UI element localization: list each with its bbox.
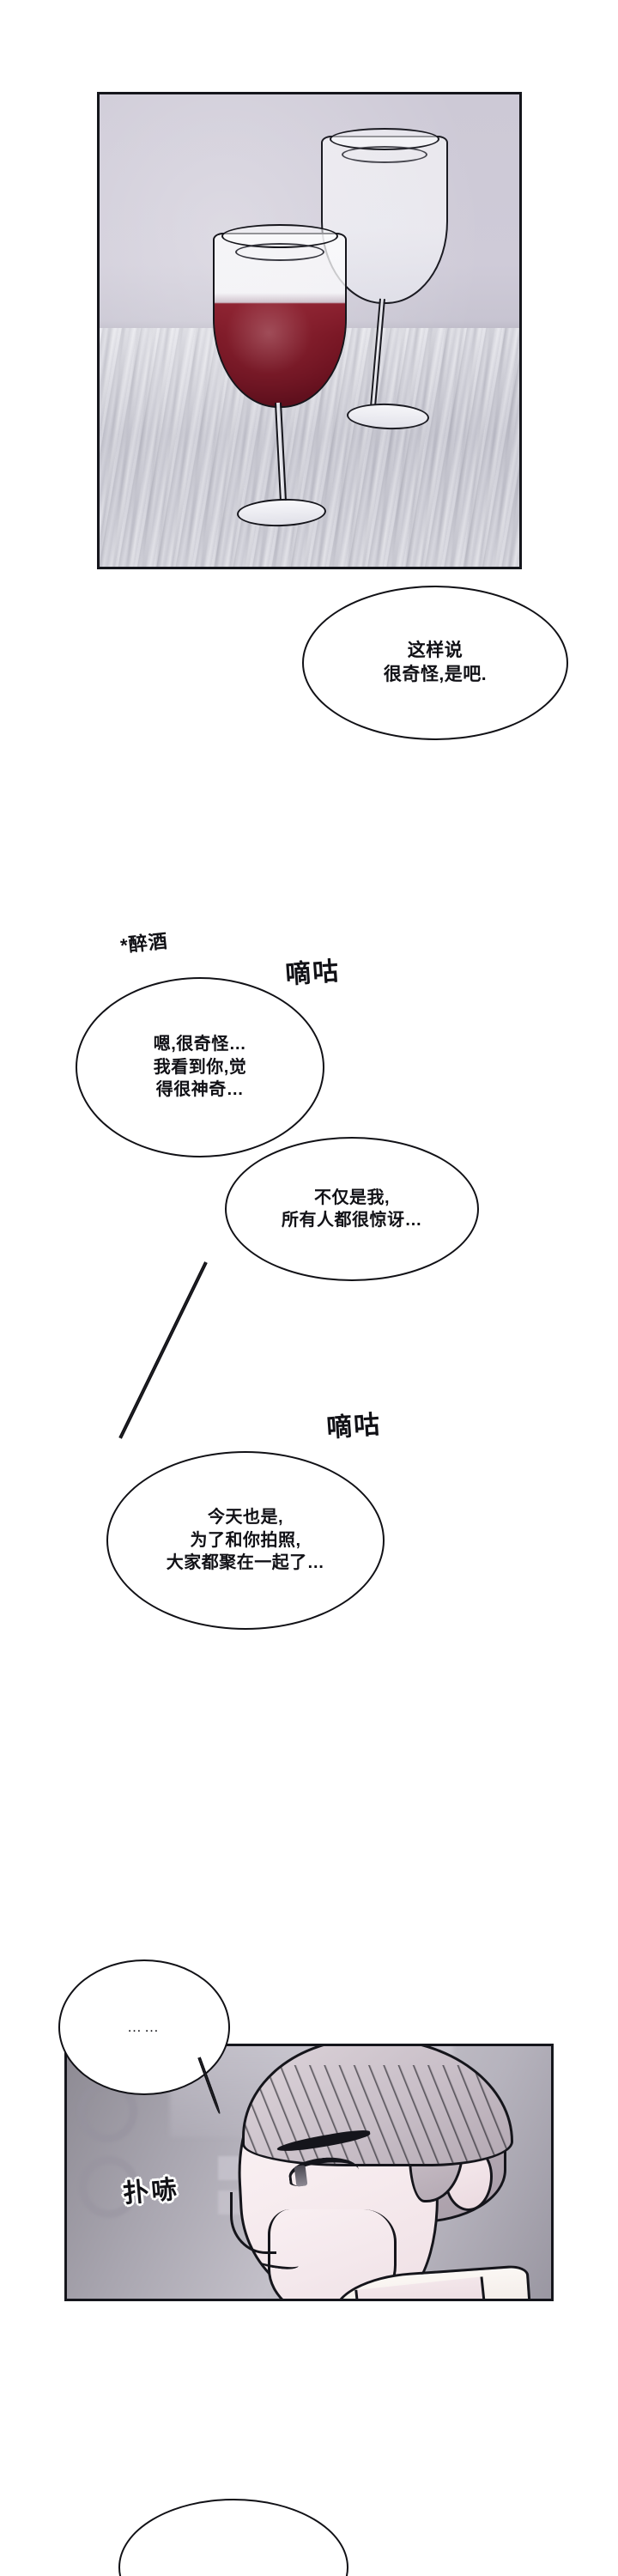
background-ring-2 (79, 2156, 139, 2218)
character-head (228, 2046, 551, 2299)
speech-bubble-tail-connector (118, 1261, 208, 1439)
panel-man-profile (64, 2044, 554, 2301)
pupil (294, 2165, 308, 2187)
sfx-mutter-1: 嘀咕 (284, 957, 342, 990)
speech-bubble-1: 这样说 很奇怪,是吧. (302, 586, 568, 740)
red-wine-liquid (215, 303, 345, 406)
speech-bubble-5-text: …… (127, 2018, 161, 2035)
speech-bubble-4: 今天也是, 为了和你拍照, 大家都聚在一起了… (106, 1451, 385, 1630)
speech-bubble-2-text: 嗯,很奇怪… 我看到你,觉 得很神奇… (153, 1035, 247, 1100)
speech-bubble-2: 嗯,很奇怪… 我看到你,觉 得很神奇… (76, 977, 324, 1157)
glass-rim-inner (235, 243, 324, 261)
sfx-mutter-2: 嘀咕 (325, 1410, 383, 1443)
speech-bubble-5: …… (58, 1959, 230, 2095)
annotation-drunk-note: *醉酒 (119, 930, 169, 957)
nose (230, 2192, 276, 2254)
speech-bubble-4-text: 今天也是, 为了和你拍照, 大家都聚在一起了… (166, 1508, 325, 1573)
speech-bubble-3-text: 不仅是我, 所有人都很惊讶… (282, 1188, 422, 1230)
panel-wine-glasses (97, 92, 522, 569)
speech-bubble-6-partial (118, 2499, 348, 2576)
glass-rim-inner (342, 146, 427, 163)
glass-bowl (213, 233, 347, 408)
speech-bubble-3: 不仅是我, 所有人都很惊讶… (225, 1137, 479, 1281)
sfx-chuckle: 扑哧 (121, 2175, 181, 2208)
speech-bubble-1-text: 这样说 很奇怪,是吧. (383, 641, 488, 684)
